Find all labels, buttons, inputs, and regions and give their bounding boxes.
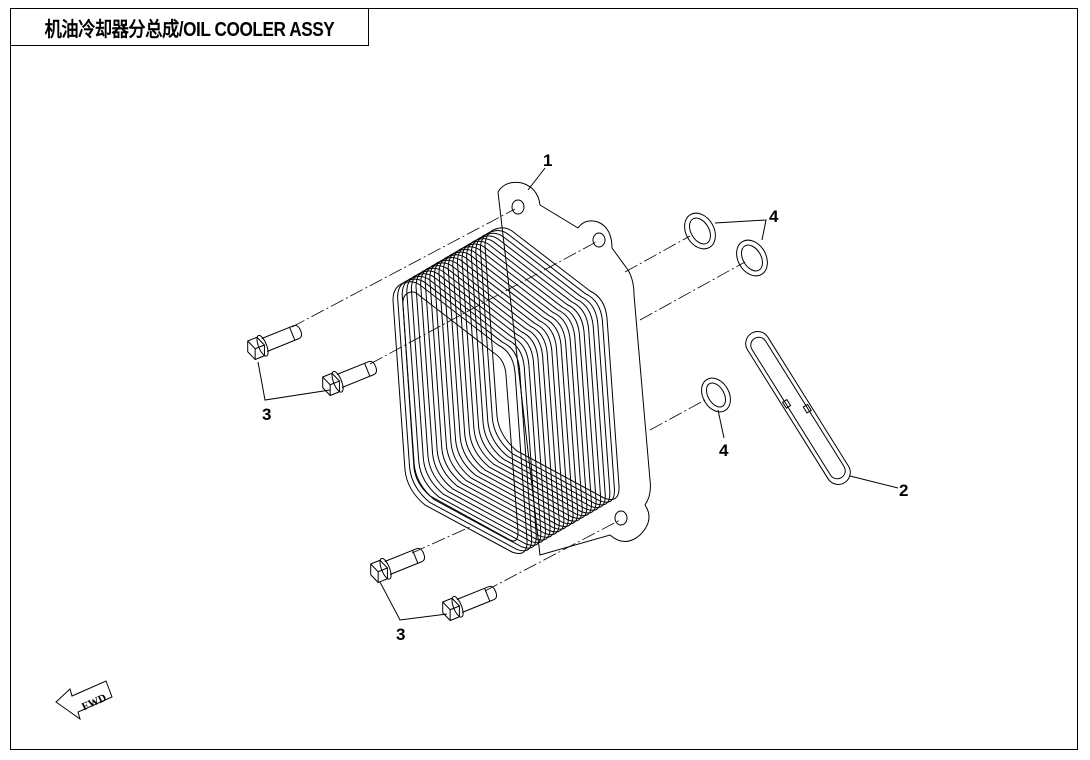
cooler-fin (415, 267, 551, 541)
callout-3: 3 (262, 405, 271, 424)
bolt-part-3 (438, 580, 501, 624)
cooler-fin (479, 230, 615, 503)
flange-hole-bottom (614, 510, 628, 526)
cooler-fin (397, 278, 533, 552)
callout-1: 1 (543, 151, 552, 170)
cooler-fin (475, 232, 611, 506)
cooler-fin (433, 257, 569, 530)
title-box: 机油冷却器分总成/OIL COOLER ASSY (10, 8, 369, 46)
cooler-fin (484, 227, 620, 500)
cooler-fin (466, 238, 602, 511)
cooler-fin (424, 262, 560, 536)
cooler-fin (420, 265, 556, 538)
cooler-fin (401, 275, 537, 549)
cooler-fin (461, 240, 597, 514)
bolt-part-3 (318, 355, 381, 399)
cooler-fin (429, 259, 565, 533)
cooler-fin (470, 235, 606, 509)
bolt-part-3 (366, 542, 429, 586)
fwd-arrow-icon: FWD (55, 680, 113, 721)
cooler-fin (438, 254, 574, 527)
seal-part-2 (745, 331, 851, 485)
cooler-front-face (392, 281, 528, 554)
center-lines (291, 208, 746, 592)
callout-4: 4 (719, 441, 729, 460)
flange-hole-top (511, 199, 525, 215)
leader-lines (257, 167, 899, 621)
diagram-title: 机油冷却器分总成/OIL COOLER ASSY (44, 18, 335, 41)
drawing-frame (10, 8, 1078, 750)
bolt-part-3 (243, 319, 306, 363)
o-ring-part-4 (701, 377, 731, 413)
fwd-label: FWD (80, 692, 108, 713)
o-ring-part-4 (736, 239, 768, 277)
callout-3: 3 (396, 625, 405, 644)
cooler-fin (443, 251, 579, 525)
cooler-fin (410, 270, 546, 544)
cooler-fin (447, 248, 583, 522)
cooler-flange (497, 181, 651, 556)
oil-cooler-part-1 (392, 181, 651, 556)
callout-4: 4 (769, 207, 779, 226)
callout-2: 2 (899, 481, 908, 500)
o-ring-part-4 (684, 212, 716, 250)
cooler-fin (406, 273, 542, 546)
flange-hole-right (592, 232, 606, 248)
cooler-fin (452, 246, 588, 519)
cooler-fin (456, 243, 592, 517)
